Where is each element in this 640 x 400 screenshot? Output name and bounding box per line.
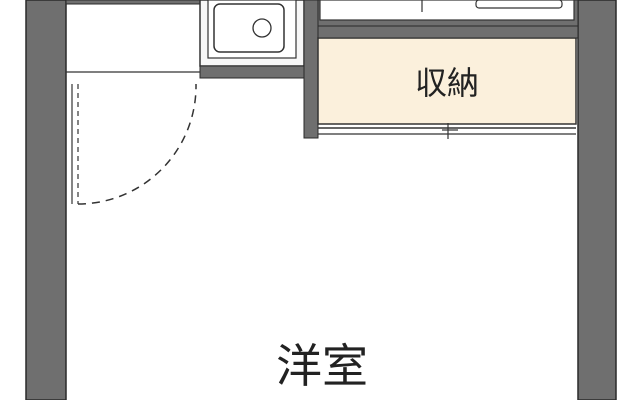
storage-closet (317, 37, 577, 125)
kitchen-counter-icon (317, 0, 579, 27)
western-room-label: 洋室 (276, 339, 368, 393)
storage-left-wall (303, 0, 319, 139)
left-exterior-wall (25, 0, 67, 400)
kitchen-top-wall (65, 0, 207, 5)
door-swing-icon (71, 83, 197, 205)
storage-label: 収納 (415, 64, 479, 102)
sink-partition-wall (199, 65, 319, 79)
storage-top-wall (317, 25, 579, 39)
sink-icon (199, 0, 305, 67)
right-exterior-wall (577, 0, 617, 400)
